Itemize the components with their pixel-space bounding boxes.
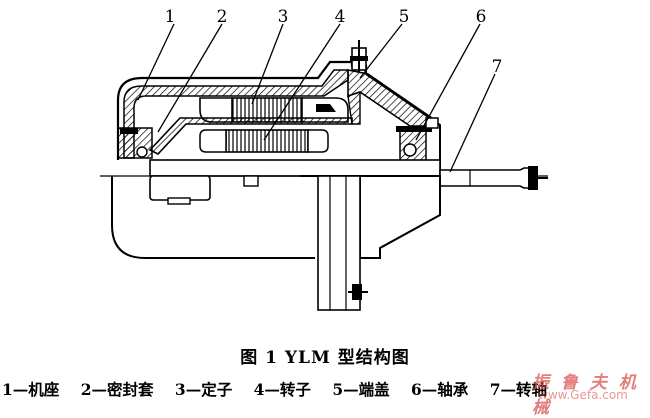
main-shaft (149, 159, 441, 177)
callout-6: 6 (476, 7, 487, 27)
seal-sleeve-right (347, 91, 361, 125)
callout-5: 5 (399, 7, 410, 27)
callout-3: 3 (278, 7, 289, 27)
legend-item-bearing: 6—轴承 (411, 380, 469, 399)
rotor-end-left (199, 129, 227, 153)
housing-outline (111, 176, 315, 259)
legend-item-end-cover: 5—端盖 (332, 380, 390, 399)
rotor-core (225, 129, 309, 153)
rotor-end-right (307, 129, 329, 153)
legend-item-seal-sleeve: 2—密封套 (80, 380, 154, 399)
end-cover-outer (365, 73, 441, 176)
callout-1: 1 (165, 7, 176, 27)
legend-item-frame: 1—机座 (2, 380, 60, 399)
figure-legend: 1—机座 2—密封套 3—定子 4—转子 5—端盖 6—轴承 7—转轴 (2, 378, 563, 400)
bearing-ball (403, 143, 417, 157)
ylm-structure-diagram: 1 2 3 4 5 6 7 (100, 7, 548, 311)
callout-4: 4 (335, 7, 346, 27)
watermark: 振 鲁 夫 机 械 www.Gefa.com (528, 368, 646, 418)
legend-item-rotor: 4—转子 (253, 380, 311, 399)
watermark-en: www.Gefa.com (538, 388, 628, 402)
callout-2: 2 (217, 7, 228, 27)
legend-item-shaft: 7—转轴 (489, 380, 548, 399)
figure-title: 图 1 YLM 型结构图 (240, 348, 410, 368)
legend-item-stator: 3—定子 (174, 380, 233, 399)
shaft-extension (439, 167, 531, 189)
terminal-box (149, 175, 211, 201)
callout-7: 7 (492, 57, 503, 77)
shaft-nut (528, 166, 538, 190)
drain-plug (243, 175, 259, 187)
